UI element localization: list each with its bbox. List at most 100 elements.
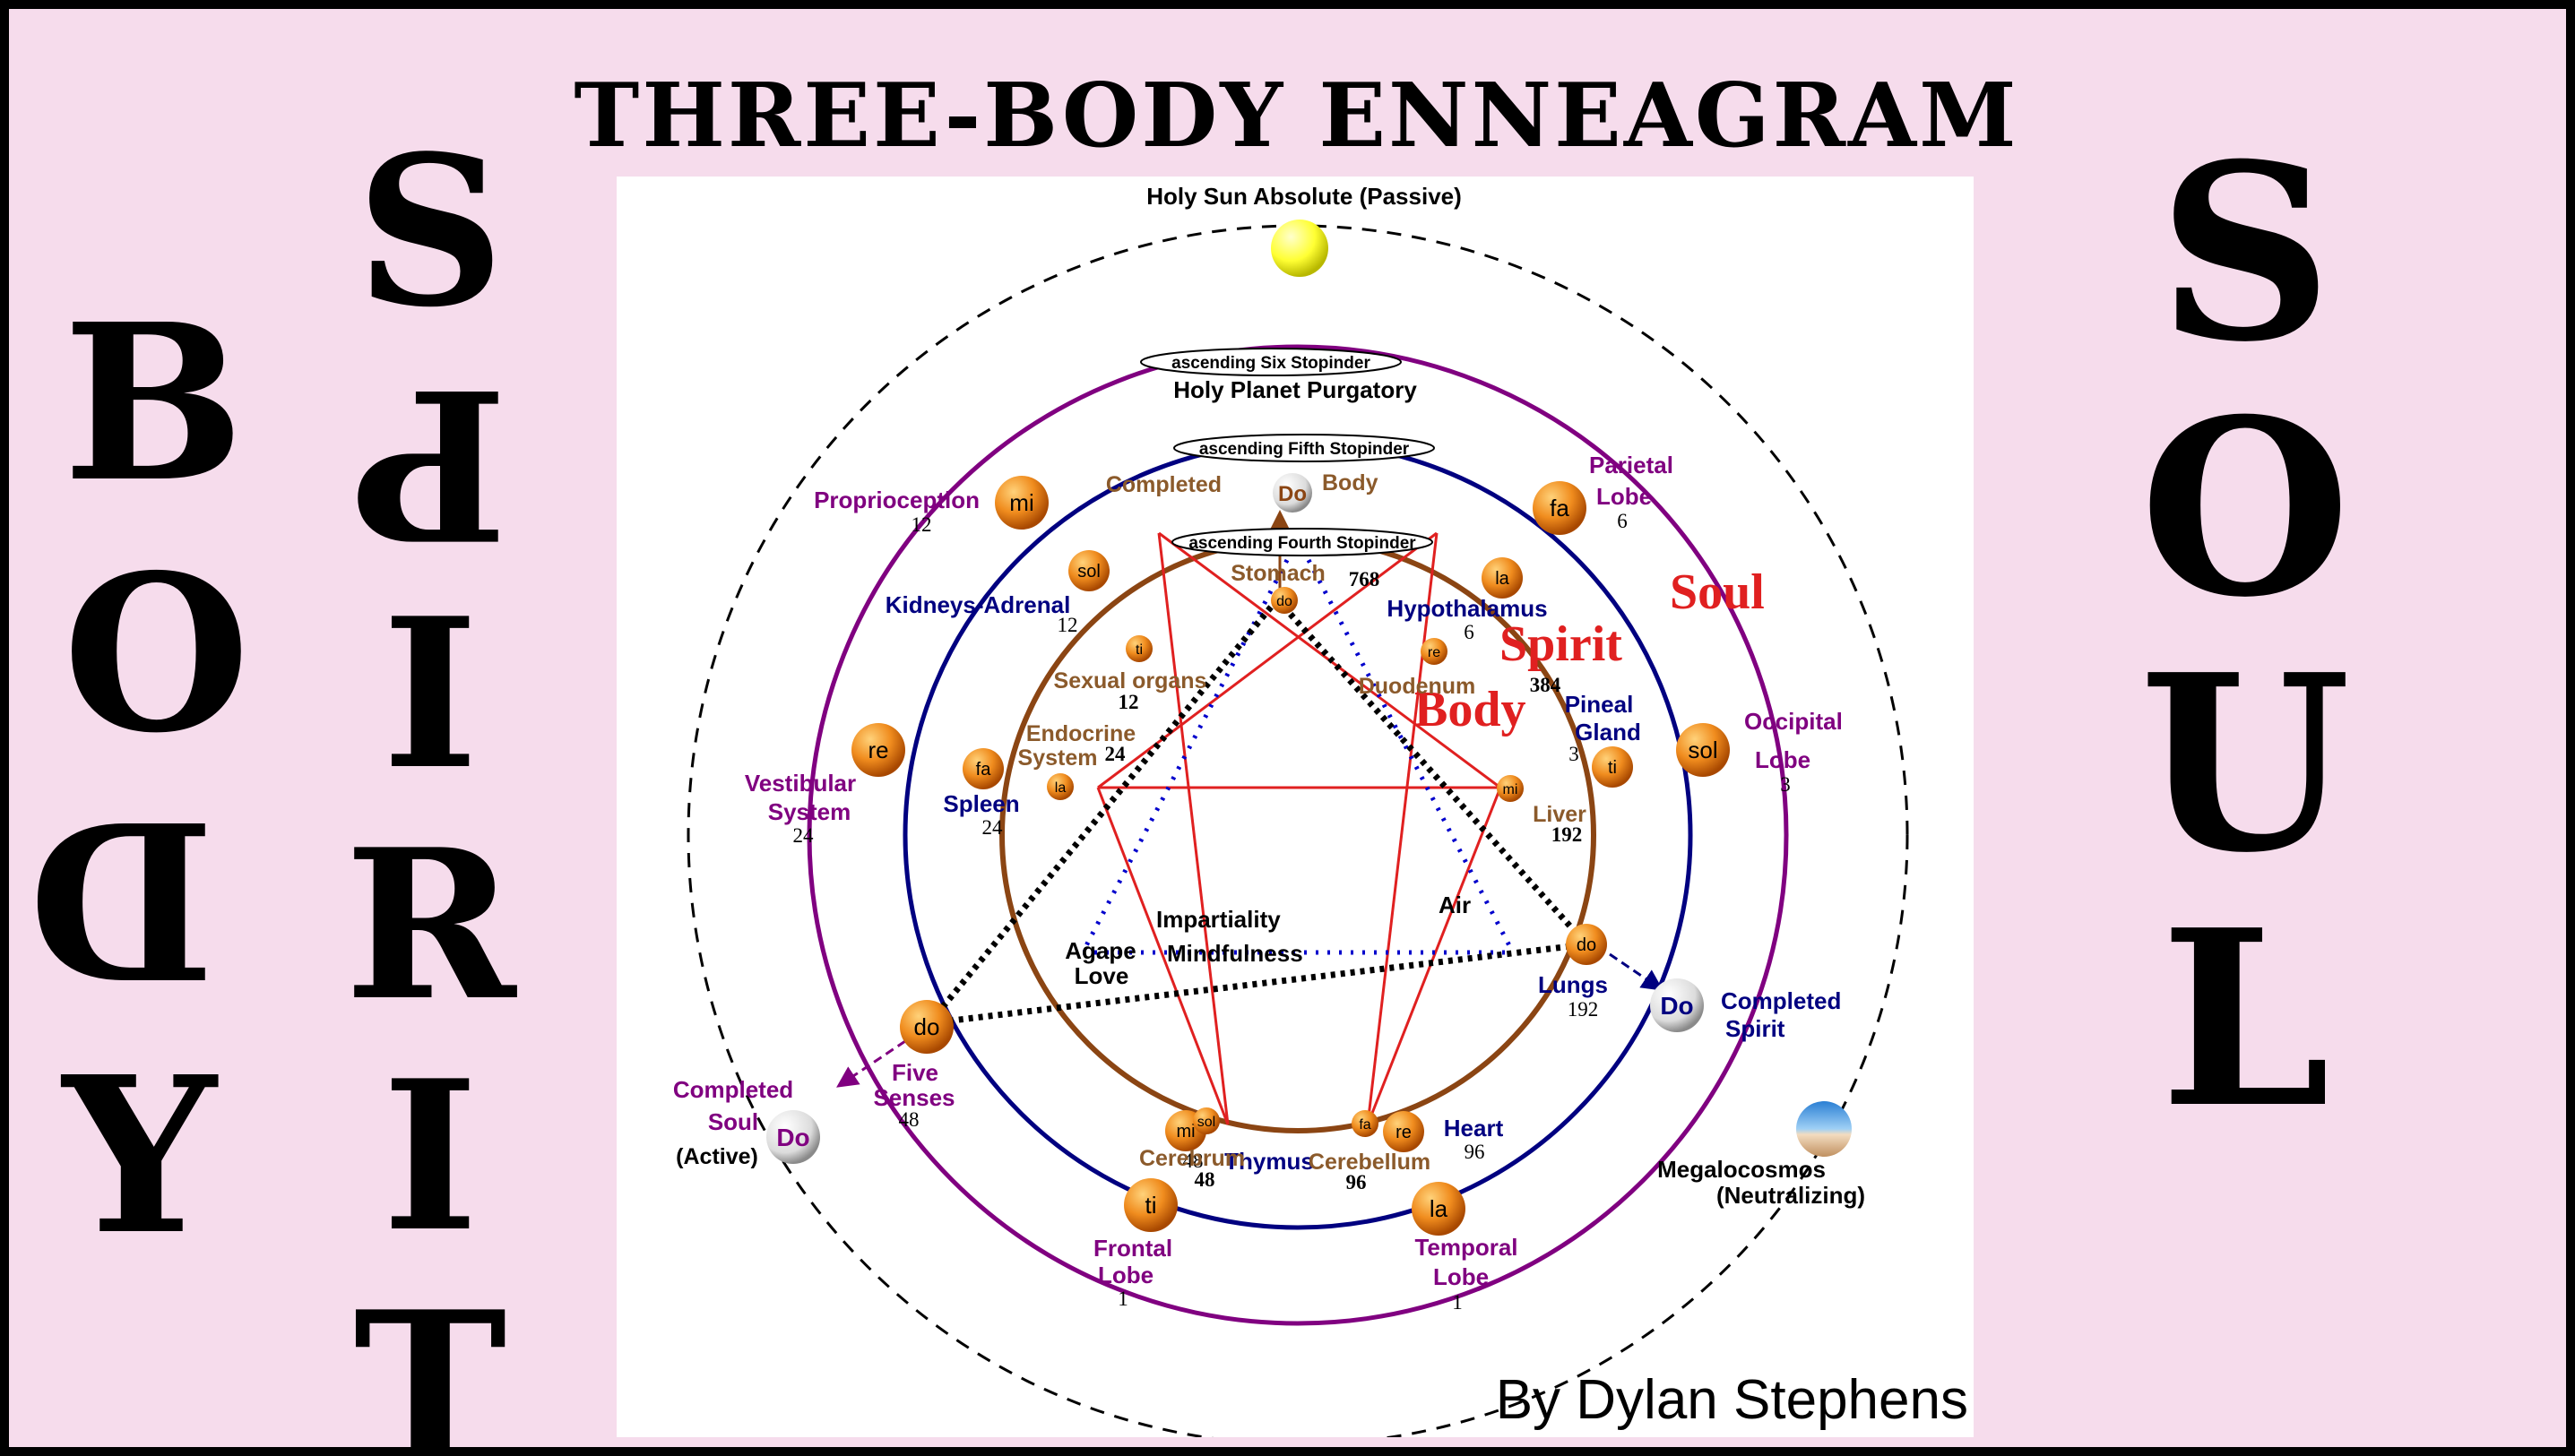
completed-body-sphere: [1273, 473, 1312, 513]
side-letter: S: [2157, 110, 2333, 395]
arrow-completed-soul: [836, 1039, 906, 1088]
do-triangle-lines: [927, 597, 1589, 1027]
endocrine-value: 24: [1105, 743, 1127, 765]
svg-text:mi: mi: [1176, 1122, 1195, 1142]
body-node-fa: fa: [1352, 1110, 1378, 1137]
five-senses-label-b: Senses: [873, 1084, 955, 1111]
temporal-label-b: Lobe: [1433, 1263, 1489, 1290]
side-letter: O: [63, 528, 251, 780]
sexual-organs-label: Sexual organs: [1054, 668, 1207, 694]
body-node-ti: ti: [1126, 635, 1153, 662]
cerebrum-label: Cerebrum: [1139, 1146, 1245, 1171]
soul-node-ti: ti: [1124, 1178, 1178, 1232]
frontal-label-a: Frontal: [1093, 1235, 1172, 1262]
enneagram-svg: Holy Sun Absolute (Passive) ascending Si…: [673, 183, 1968, 1446]
spleen-label: Spleen: [943, 790, 1019, 817]
svg-text:ti: ti: [1608, 758, 1617, 778]
soul-node-do: do: [900, 1000, 954, 1054]
spirit-node-do: do: [1566, 924, 1607, 965]
kidneys-value: 12: [1058, 614, 1078, 636]
svg-text:mi: mi: [1009, 489, 1033, 516]
spirit-layer-label: Spirit: [1499, 616, 1622, 672]
holy-sun-label: Holy Sun Absolute (Passive): [1146, 183, 1462, 210]
completed-soul-do: Do: [776, 1124, 809, 1151]
svg-text:la: la: [1495, 569, 1509, 589]
side-word-soul: S O U L: [2124, 125, 2366, 1147]
side-word-body: B O D Y: [29, 278, 251, 1282]
vestibular-value: 24: [793, 824, 815, 847]
endocrine-label-b: System: [1018, 745, 1098, 771]
fifth-stopinder-label: ascending Fifth Stopinder: [1199, 440, 1410, 459]
side-letter: R: [344, 805, 516, 1047]
svg-text:la: la: [1430, 1195, 1448, 1222]
thymus-value: 48: [1183, 1150, 1204, 1172]
body-node-re: re: [1421, 638, 1447, 665]
proprioception-label: Proprioception: [814, 487, 980, 513]
fourth-stopinder-label: ascending Fourth Stopinder: [1188, 534, 1416, 553]
completed-body-do: Do: [1278, 482, 1307, 506]
occipital-label-a: Occipital: [1744, 708, 1843, 735]
parietal-label-b: Lobe: [1596, 483, 1652, 510]
body-node-mi: mi: [1497, 775, 1524, 802]
liver-label: Liver: [1533, 802, 1586, 827]
svg-text:re: re: [868, 737, 888, 763]
lungs-value: 192: [1568, 998, 1599, 1021]
soul-circle: [807, 344, 1789, 1326]
megalocosmos-orbit: [687, 224, 1909, 1446]
svg-text:la: la: [1055, 780, 1067, 796]
svg-text:sol: sol: [1688, 737, 1717, 763]
enneagram-triad-lines: [1080, 538, 1516, 955]
spirit-node-sol: sol: [1068, 550, 1110, 591]
completed-soul-label-c: (Active): [676, 1144, 758, 1169]
enneagram-diagram: Holy Sun Absolute (Passive) ascending Si…: [617, 177, 1974, 1446]
parietal-label-a: Parietal: [1589, 452, 1673, 478]
temporal-label-a: Temporal: [1414, 1234, 1517, 1261]
megalocosmos-label-b: (Neutralizing): [1716, 1182, 1865, 1209]
duodenum-value: 384: [1530, 674, 1561, 696]
kidneys-label: Kidneys-Adrenal: [886, 591, 1071, 618]
side-letter: S: [355, 111, 505, 353]
occipital-label-b: Lobe: [1755, 746, 1810, 773]
air-label: Air: [1439, 892, 1471, 918]
endocrine-label-a: Endocrine: [1026, 721, 1136, 746]
megalocosmos-label-a: Megalocosmos: [1657, 1156, 1826, 1183]
proprioception-value: 12: [912, 513, 932, 536]
completed-soul-sphere: [766, 1110, 820, 1164]
author-credit: By Dylan Stephens: [1496, 1369, 1968, 1431]
soul-node-fa: fa: [1533, 481, 1586, 535]
agape-label-b: Love: [1075, 962, 1129, 989]
completed-spirit-label-b: Spirit: [1725, 1015, 1785, 1042]
svg-text:sol: sol: [1197, 1115, 1215, 1130]
fourth-stopinder-oval: [1171, 528, 1433, 556]
pineal-value: 3: [1568, 743, 1579, 765]
body-node-la: la: [1047, 773, 1074, 800]
pineal-label-a: Pineal: [1565, 691, 1634, 718]
completed-soul-label-b: Soul: [708, 1108, 758, 1135]
side-letter: I: [382, 573, 479, 815]
megalocosmos-sphere: [1796, 1101, 1852, 1157]
completed-spirit-sphere: [1650, 978, 1704, 1032]
cerebellum-label: Cerebellum: [1309, 1150, 1430, 1175]
arrow-completed-spirit: [1609, 952, 1663, 991]
side-letter: Y: [63, 1030, 217, 1282]
pineal-label-b: Gland: [1575, 719, 1641, 745]
svg-text:re: re: [1396, 1123, 1412, 1142]
enneagram-hexad-lines: [1096, 531, 1502, 1125]
svg-text:do: do: [914, 1013, 940, 1040]
side-letter: O: [2139, 366, 2351, 650]
completed-body-label-b: Body: [1322, 470, 1378, 495]
cerebellum-value: 96: [1346, 1171, 1367, 1193]
five-senses-value: 48: [899, 1108, 920, 1131]
svg-text:do: do: [1276, 594, 1292, 609]
stomach-label: Stomach: [1231, 561, 1326, 586]
frontal-value: 1: [1118, 1288, 1128, 1310]
side-word-spirit: S P I R I T: [332, 116, 529, 1447]
side-letter: I: [382, 1036, 479, 1278]
svg-text:ti: ti: [1136, 642, 1143, 658]
hypothalamus-value: 6: [1464, 621, 1474, 643]
page-frame: THREE-BODY ENNEAGRAM B O D Y S P I R I T…: [9, 9, 2566, 1447]
six-stopinder-oval: [1140, 348, 1402, 376]
stomach-value: 768: [1349, 568, 1380, 590]
six-stopinder-label: ascending Six Stopinder: [1171, 354, 1370, 373]
soul-node-re: re: [851, 723, 905, 777]
